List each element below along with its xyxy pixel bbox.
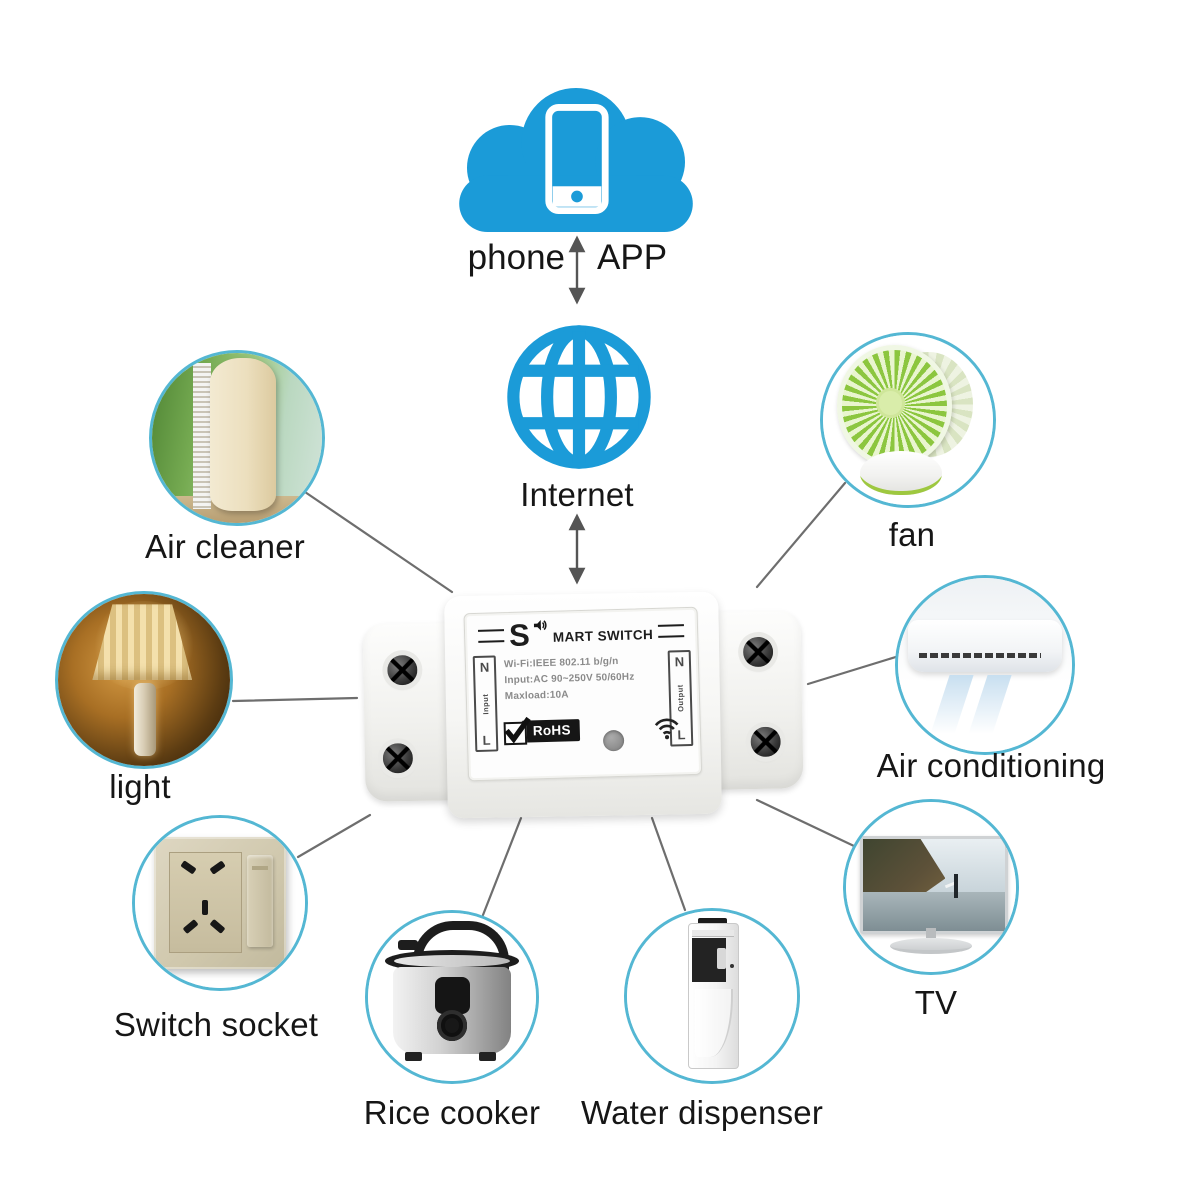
smartphone-icon xyxy=(545,104,609,215)
line-light xyxy=(231,696,359,703)
terminal-l: L xyxy=(482,732,491,748)
led-button xyxy=(602,729,625,752)
water-dispenser-photo xyxy=(627,911,797,1081)
checkmark-icon xyxy=(504,716,531,744)
water-dispenser-bubble xyxy=(624,908,800,1084)
switch-socket-photo xyxy=(135,818,305,988)
line-water-dispenser xyxy=(650,816,687,912)
terminal-input-label: Input xyxy=(480,693,491,715)
device-specs: Wi-Fi:IEEE 802.11 b/g/n Input:AC 90~250V… xyxy=(504,653,663,705)
tv-bubble xyxy=(843,799,1019,975)
line-switch-socket xyxy=(296,813,372,859)
terminal-output-label: Output xyxy=(675,684,686,713)
rohs-certification: RoHS xyxy=(503,716,581,746)
internet-globe-icon xyxy=(504,322,654,472)
light-bubble xyxy=(55,591,233,769)
device-title-s: S xyxy=(508,616,531,653)
fan-photo xyxy=(823,335,993,505)
device-title-rest: MART SWITCH xyxy=(552,626,654,645)
line-rice-cooker xyxy=(481,816,523,917)
phone-label: phone xyxy=(467,238,565,277)
smart-switch-device: S MART SWITCH N Input L N Output L xyxy=(360,590,806,820)
input-terminal: N Input L xyxy=(472,655,499,753)
fan-label: fan xyxy=(888,516,936,553)
wifi-icon xyxy=(654,718,679,740)
switch-socket-bubble xyxy=(132,815,308,991)
line-tv xyxy=(755,798,856,848)
terminal-n: N xyxy=(479,659,490,675)
line-air-conditioning xyxy=(806,654,901,686)
tv-label: TV xyxy=(914,984,958,1021)
app-label: APP xyxy=(597,238,668,277)
device-label-panel: S MART SWITCH N Input L N Output L xyxy=(463,606,703,782)
device-title: S MART SWITCH xyxy=(465,612,698,654)
air-cleaner-bubble xyxy=(149,350,325,526)
spec-maxload: Maxload:10A xyxy=(504,689,569,703)
water-dispenser-label: Water dispenser xyxy=(580,1094,824,1131)
tv-photo xyxy=(846,802,1016,972)
fan-bubble xyxy=(820,332,996,508)
light-photo xyxy=(58,594,230,766)
air-conditioning-photo xyxy=(898,578,1072,752)
rice-cooker-photo xyxy=(368,913,536,1081)
line-air-cleaner xyxy=(303,490,454,594)
internet-label: Internet xyxy=(520,476,634,513)
terminal-n: N xyxy=(674,654,685,670)
air-cleaner-label: Air cleaner xyxy=(145,528,305,565)
air-conditioning-bubble xyxy=(895,575,1075,755)
switch-socket-label: Switch socket xyxy=(113,1006,319,1043)
air-cleaner-photo xyxy=(152,353,322,523)
speaker-icon xyxy=(533,620,547,631)
title-left-bars xyxy=(477,628,505,643)
light-label: light xyxy=(109,768,171,805)
rice-cooker-label: Rice cooker xyxy=(363,1094,541,1131)
cloud-icon xyxy=(430,82,722,238)
rohs-checkbox xyxy=(503,716,531,746)
rice-cooker-bubble xyxy=(365,910,539,1084)
title-right-bars xyxy=(657,623,685,638)
air-conditioning-label: Air conditioning xyxy=(876,747,1106,784)
